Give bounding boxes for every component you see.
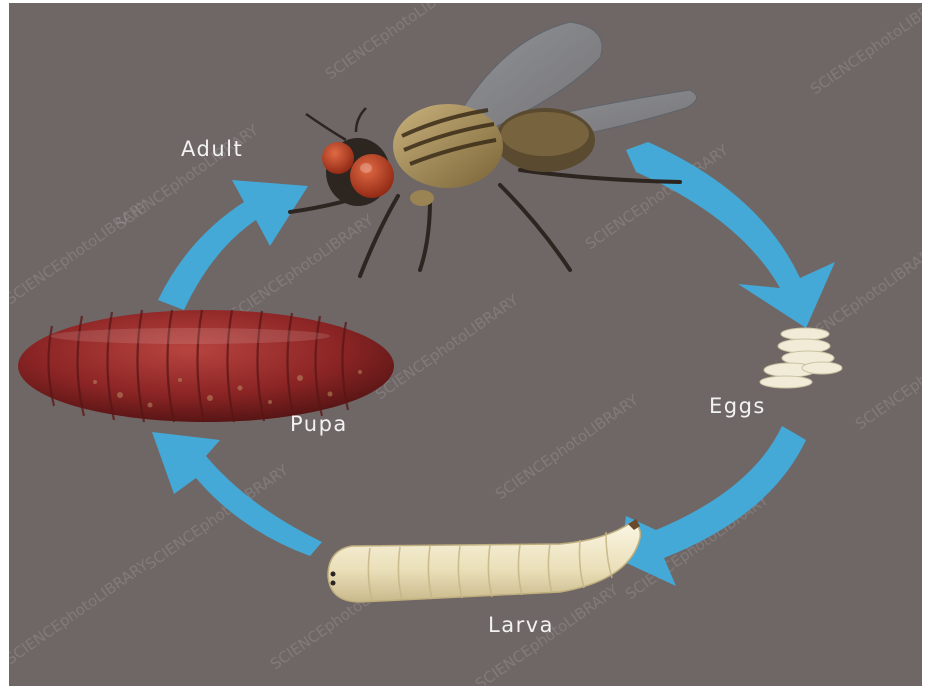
stage-label-adult: Adult bbox=[181, 137, 243, 161]
pupa-illustration bbox=[18, 310, 394, 422]
stage-label-pupa: Pupa bbox=[290, 412, 348, 436]
stage-label-eggs: Eggs bbox=[709, 394, 766, 418]
stage-label-larva: Larva bbox=[488, 613, 554, 637]
